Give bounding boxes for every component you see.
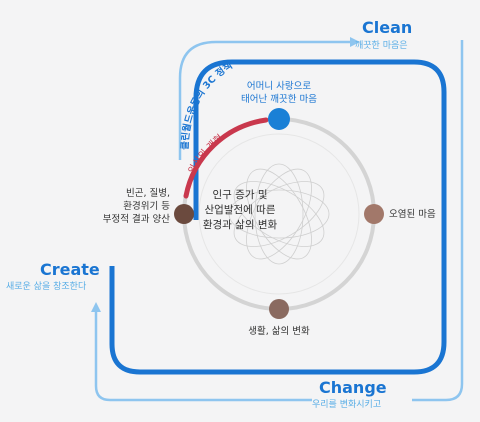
outer-cycle-light-line-bottom xyxy=(94,312,312,402)
left-node-label: 빈곤, 질병, 환경위기 등 부정적 결과 양산 xyxy=(70,187,170,226)
left-node-label-line-3: 부정적 결과 양산 xyxy=(102,214,170,225)
awareness-reform-arc xyxy=(183,117,269,199)
outer-cycle-light-line xyxy=(178,40,350,160)
center-text-line-2: 산업발전에 따른 xyxy=(204,204,276,216)
create-subtitle: 새로운 삶을 창조한다 xyxy=(6,282,87,292)
bottom-node-label: 생활, 삶의 변화 xyxy=(248,326,310,337)
node-bottom-life-change xyxy=(269,299,289,319)
inner-ring-guide xyxy=(198,133,360,295)
create-title: Create xyxy=(40,260,100,279)
center-spirograph xyxy=(228,163,330,265)
awareness-label-path: 의식의 개혁 xyxy=(186,133,225,176)
outer-cycle-light-line-right xyxy=(412,40,464,402)
top-node-label-line-1: 어머니 사랑으로 xyxy=(246,81,312,92)
center-text-line-1: 인구 증가 및 xyxy=(212,189,268,201)
arrow-head-create xyxy=(91,302,101,312)
node-left-negative-results xyxy=(174,204,194,224)
arrow-head-clean xyxy=(350,37,360,47)
left-node-label-line-1: 빈곤, 질병, xyxy=(125,188,170,199)
top-node-label: 어머니 사랑으로 태어난 깨끗한 마음 xyxy=(219,80,339,106)
top-node-label-line-2: 태어난 깨끗한 마음 xyxy=(241,94,317,105)
clean-subtitle: 깨끗한 마음은 xyxy=(355,41,408,51)
right-node-label: 오염된 마음 xyxy=(389,209,436,220)
center-text: 인구 증가 및 산업발전에 따른 환경과 삶의 변화 xyxy=(175,188,305,233)
node-top-clean-mind xyxy=(268,108,290,130)
clean-title: Clean xyxy=(362,18,413,37)
left-node-label-line-2: 환경위기 등 xyxy=(123,201,170,212)
outer-cycle-dark-line xyxy=(109,59,447,375)
awareness-label: 의식의 개혁 xyxy=(186,133,225,176)
change-subtitle: 우리를 변화시키고 xyxy=(312,400,382,410)
change-title: Change xyxy=(319,378,387,397)
node-right-polluted-mind xyxy=(364,204,384,224)
center-text-line-3: 환경과 삶의 변화 xyxy=(202,219,278,231)
